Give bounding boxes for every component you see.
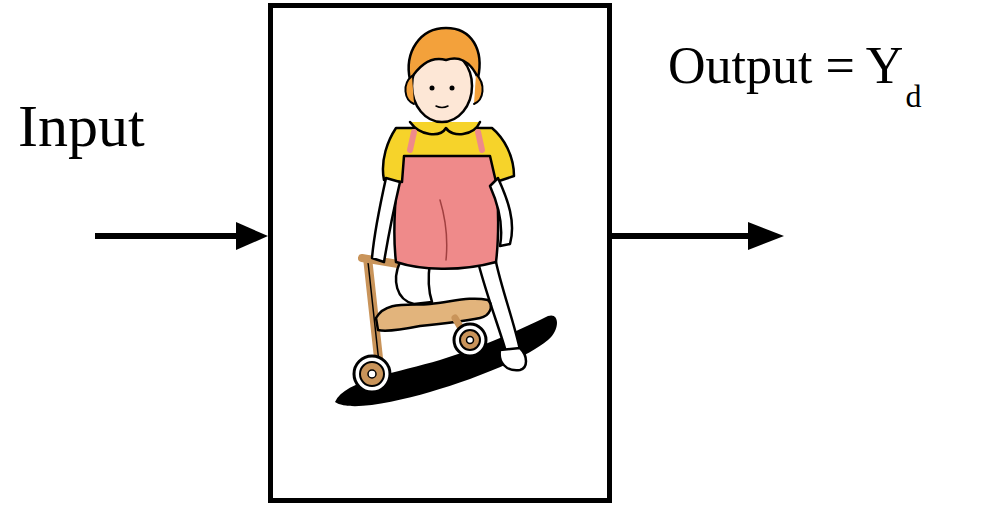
input-label: Input [18,96,145,156]
input-arrow [95,222,268,250]
output-label: Output = Y [668,40,903,92]
child-on-scooter [335,28,557,406]
output-arrow [612,222,784,250]
output-subscript: d [905,80,921,112]
system-box [271,6,610,501]
